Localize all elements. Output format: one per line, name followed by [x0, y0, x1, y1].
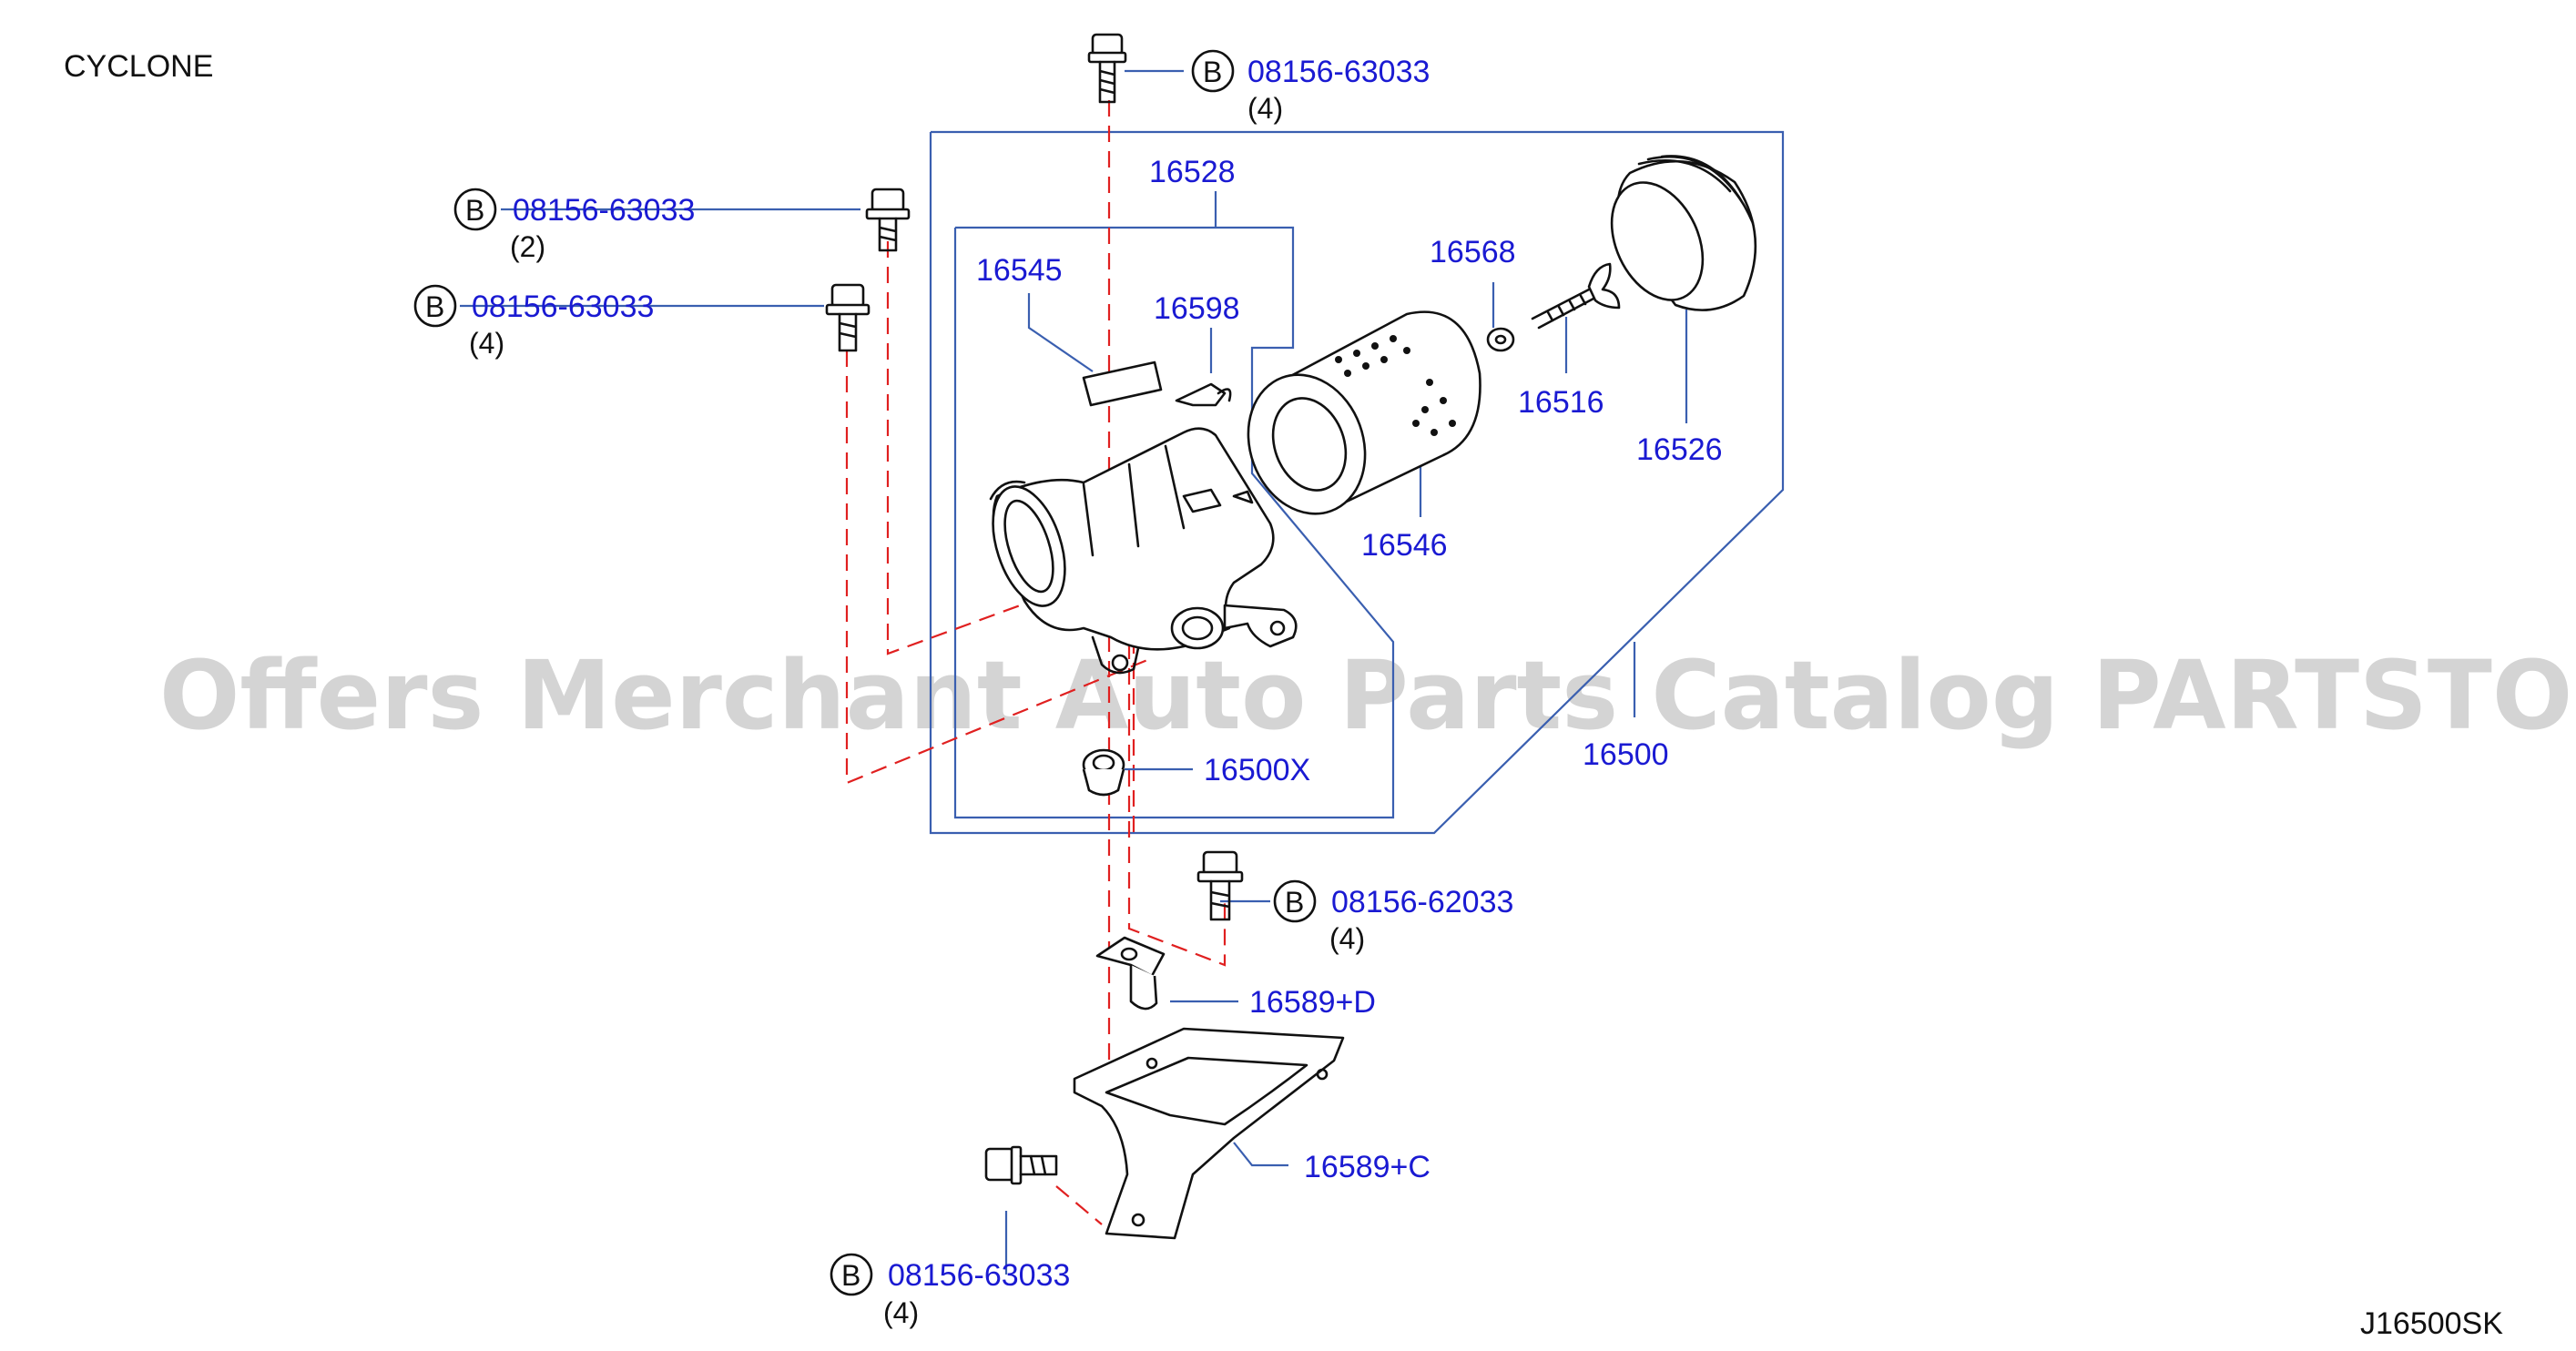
callout-bolt-top[interactable]: B 08156-63033 (4)	[1191, 49, 1430, 125]
diagram-code: J16500SK	[2360, 1306, 2503, 1341]
callout-bolt-bottom[interactable]: B 08156-63033 (4)	[830, 1253, 1070, 1329]
quantity-label: (4)	[883, 1296, 919, 1329]
washer-16568-icon	[1486, 327, 1515, 352]
callout-bolt-left1[interactable]: B 08156-63033 (2)	[453, 188, 695, 263]
callout-marker-letter: B	[1203, 56, 1222, 88]
callout-marker-letter: B	[465, 194, 484, 227]
callout-marker-circle	[1273, 879, 1317, 923]
part-label-16526[interactable]: 16526	[1636, 432, 1723, 467]
bolt-left2-icon	[825, 283, 871, 352]
part-label-16528[interactable]: 16528	[1149, 155, 1236, 189]
part-label-16598[interactable]: 16598	[1154, 291, 1240, 326]
quantity-label: (2)	[510, 230, 545, 263]
bolt-mid-icon	[1196, 850, 1244, 921]
quantity-label: (4)	[469, 327, 504, 360]
bolt-bottom-icon	[984, 1145, 1058, 1185]
quantity-label: (4)	[1247, 92, 1283, 125]
callout-marker-letter: B	[1285, 886, 1304, 919]
callout-marker-letter: B	[425, 290, 444, 323]
callout-marker-circle	[413, 284, 457, 328]
part-label-16589c[interactable]: 16589+C	[1304, 1150, 1431, 1184]
cyclone-housing-16528-icon	[989, 427, 1298, 675]
part-label-16589d[interactable]: 16589+D	[1249, 985, 1376, 1020]
bolt-left1-icon	[865, 188, 911, 252]
callout-marker-letter: B	[841, 1259, 860, 1292]
label-plate-16545-icon	[1082, 361, 1163, 407]
diagram-title: CYCLONE	[64, 49, 213, 84]
part-label-16568[interactable]: 16568	[1430, 235, 1516, 269]
bracket-16589d-icon	[1095, 936, 1166, 1011]
part-number-label: 08156-63033	[513, 193, 695, 228]
watermark-text: Offers Merchant Auto Parts Catalog PARTS…	[159, 640, 2576, 751]
callout-bolt-mid[interactable]: B 08156-62033 (4)	[1273, 879, 1513, 955]
assembly-box-16528	[953, 226, 1395, 819]
bolt-top-icon	[1087, 33, 1127, 104]
callout-marker-circle	[830, 1253, 873, 1296]
assembly-box-16500	[929, 130, 1785, 835]
part-label-16500[interactable]: 16500	[1583, 737, 1669, 772]
filter-element-16546-icon	[1247, 310, 1481, 515]
leader-lines	[460, 69, 1688, 1275]
clip-16598-icon	[1175, 382, 1232, 407]
part-label-16545[interactable]: 16545	[976, 253, 1063, 288]
callout-marker-circle	[1191, 49, 1235, 93]
wing-bolt-16516-icon	[1531, 262, 1621, 330]
part-number-label: 08156-63033	[888, 1258, 1070, 1293]
part-label-16516[interactable]: 16516	[1518, 385, 1604, 420]
filter-cap-16526-icon	[1610, 155, 1757, 311]
callout-bolt-left2[interactable]: B 08156-63033 (4)	[413, 284, 654, 360]
part-number-label: 08156-62033	[1331, 885, 1513, 919]
part-label-16500x[interactable]: 16500X	[1204, 753, 1310, 787]
quantity-label: (4)	[1329, 922, 1365, 955]
callout-marker-circle	[453, 188, 497, 231]
part-number-label: 08156-63033	[472, 290, 654, 324]
part-number-label: 08156-63033	[1247, 55, 1430, 89]
bracket-16589c-icon	[1073, 1027, 1345, 1240]
grommet-16500x-icon	[1082, 748, 1125, 797]
part-label-16546[interactable]: 16546	[1361, 528, 1448, 563]
